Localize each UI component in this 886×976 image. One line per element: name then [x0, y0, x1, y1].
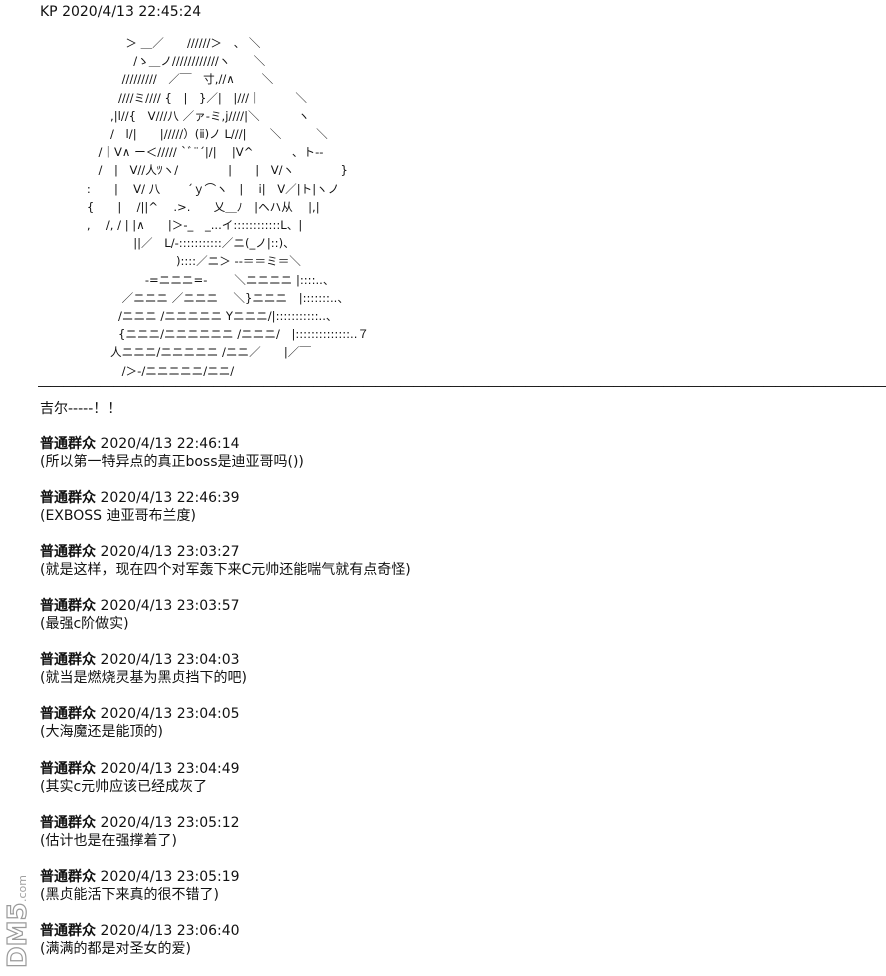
reply-username: 普通群众 — [40, 490, 96, 507]
reply-timestamp: 2020/4/13 22:46:39 — [100, 490, 240, 507]
reply-timestamp: 2020/4/13 23:04:03 — [100, 652, 240, 669]
ascii-art-illustration: ＞ ＿／ //////＞ 、 ＼ /ゝ＿ノ////////////ヽ ＼ ///… — [86, 36, 370, 378]
reply-text: (黑贞能活下来真的很不错了) — [40, 886, 219, 903]
reply-username: 普通群众 — [40, 544, 96, 561]
reply-meta: 普通群众 2020/4/13 23:04:05 — [40, 705, 411, 723]
kp-author: KP — [40, 4, 58, 20]
kp-post-header: KP 2020/4/13 22:45:24 — [40, 3, 201, 21]
reply-timestamp: 2020/4/13 23:04:49 — [100, 760, 240, 777]
reply-text: (满满的都是对圣女的爱) — [40, 940, 191, 957]
reply-post: 普通群众 2020/4/13 23:06:40(满满的都是对圣女的爱) — [40, 922, 411, 976]
reply-meta: 普通群众 2020/4/13 23:03:27 — [40, 543, 411, 561]
reply-username: 普通群众 — [40, 652, 96, 669]
reply-username: 普通群众 — [40, 814, 96, 831]
reply-timestamp: 2020/4/13 23:05:19 — [100, 868, 240, 885]
dm5-watermark-logo: DM5 .com — [6, 875, 34, 969]
reply-username: 普通群众 — [40, 868, 96, 885]
reply-post: 普通群众 2020/4/13 23:04:49(其实c元帅应该已经成灰了 — [40, 760, 411, 814]
reply-timestamp: 2020/4/13 22:46:14 — [100, 436, 240, 452]
reply-text: (就当是燃烧灵基为黑贞挡下的吧) — [40, 670, 247, 687]
reply-meta: 普通群众 2020/4/13 22:46:39 — [40, 489, 411, 507]
reply-meta: 普通群众 2020/4/13 23:03:57 — [40, 597, 411, 615]
kp-dialogue-line: 吉尔‐‐‐‐‐！！ — [40, 401, 122, 417]
reply-meta: 普通群众 2020/4/13 23:06:40 — [40, 922, 411, 940]
reply-post: 普通群众 2020/4/13 23:03:57(最强c阶做实) — [40, 597, 411, 651]
reply-meta: 普通群众 2020/4/13 22:46:14 — [40, 435, 411, 453]
reply-post: 普通群众 2020/4/13 23:03:27(就是这样，现在四个对军轰下来C元… — [40, 543, 411, 597]
reply-timestamp: 2020/4/13 23:04:05 — [100, 706, 240, 723]
watermark-brand-text: DM5 — [6, 902, 33, 968]
reply-post: 普通群众 2020/4/13 23:04:03(就当是燃烧灵基为黑贞挡下的吧) — [40, 651, 411, 705]
reply-username: 普通群众 — [40, 922, 96, 939]
reply-post: 普通群众 2020/4/13 23:05:12(估计也是在强撑着了) — [40, 814, 411, 868]
reply-meta: 普通群众 2020/4/13 23:05:19 — [40, 868, 411, 886]
reply-meta: 普通群众 2020/4/13 23:05:12 — [40, 814, 411, 832]
reply-timestamp: 2020/4/13 23:03:27 — [100, 544, 240, 561]
reply-post: 普通群众 2020/4/13 23:05:19(黑贞能活下来真的很不错了) — [40, 868, 411, 922]
reply-timestamp: 2020/4/13 23:03:57 — [100, 598, 240, 615]
reply-text: (EXBOSS 迪亚哥布兰度) — [40, 508, 196, 525]
reply-timestamp: 2020/4/13 23:05:12 — [100, 814, 240, 831]
reply-text: (就是这样，现在四个对军轰下来C元帅还能喘气就有点奇怪) — [40, 562, 411, 579]
reply-username: 普通群众 — [40, 706, 96, 723]
reply-list: 普通群众 2020/4/13 22:46:14(所以第一特异点的真正boss是迪… — [40, 435, 411, 976]
reply-text: (估计也是在强撑着了) — [40, 832, 177, 849]
reply-text: (最强c阶做实) — [40, 616, 129, 633]
reply-timestamp: 2020/4/13 23:06:40 — [100, 922, 240, 939]
reply-meta: 普通群众 2020/4/13 23:04:49 — [40, 760, 411, 778]
kp-timestamp: 2020/4/13 22:45:24 — [62, 4, 202, 20]
reply-username: 普通群众 — [40, 598, 96, 615]
reply-username: 普通群众 — [40, 436, 96, 452]
reply-post: 普通群众 2020/4/13 22:46:14(所以第一特异点的真正boss是迪… — [40, 435, 411, 489]
reply-post: 普通群众 2020/4/13 22:46:39(EXBOSS 迪亚哥布兰度) — [40, 489, 411, 543]
reply-text: (其实c元帅应该已经成灰了 — [40, 778, 208, 795]
reply-text: (大海魔还是能顶的) — [40, 724, 163, 741]
post-separator-line: ――――――――――――――――――――――――――――――――――――――――… — [38, 379, 886, 394]
reply-post: 普通群众 2020/4/13 23:04:05(大海魔还是能顶的) — [40, 705, 411, 759]
reply-username: 普通群众 — [40, 760, 96, 777]
reply-text: (所以第一特异点的真正boss是迪亚哥吗()) — [40, 454, 304, 470]
watermark-suffix-text: .com — [16, 875, 29, 902]
reply-meta: 普通群众 2020/4/13 23:04:03 — [40, 651, 411, 669]
